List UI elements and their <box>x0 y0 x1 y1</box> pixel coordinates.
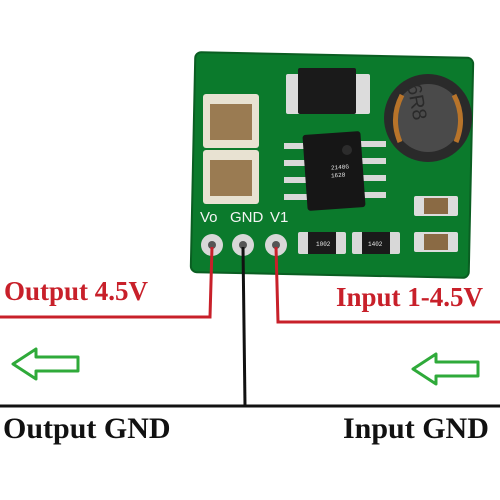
left-arrow-icon <box>11 347 80 381</box>
input-voltage-wire <box>274 246 500 324</box>
input-gnd-label: Input GND <box>343 412 489 445</box>
input-voltage-label: Input 1-4.5V <box>336 282 484 312</box>
ic-chip <box>284 131 386 211</box>
resistor-1 <box>298 232 346 254</box>
capacitor-bottom <box>203 150 259 204</box>
output-voltage-label: Output 4.5V <box>4 276 149 306</box>
smd-capacitor-2 <box>414 232 458 252</box>
chip-marking-line1: 2140G <box>330 163 350 172</box>
chip-marking-line2: 1628 <box>330 171 346 180</box>
gnd-wire-vertical <box>241 246 247 407</box>
resistor-2 <box>352 232 400 254</box>
silkscreen-vi: V1 <box>270 209 289 226</box>
inductor <box>384 74 472 162</box>
silkscreen-gnd: GND <box>230 209 264 226</box>
resistor-marking-2: 1402 <box>368 241 383 248</box>
diode <box>286 68 370 114</box>
output-voltage-wire <box>0 246 214 319</box>
smd-capacitor-1 <box>414 196 458 216</box>
pads <box>201 234 287 256</box>
capacitor-top <box>203 94 259 148</box>
resistor-marking-1: 1002 <box>316 241 331 248</box>
output-gnd-label: Output GND <box>3 412 171 445</box>
silkscreen-vo: Vo <box>200 209 218 226</box>
left-arrow-icon <box>411 352 480 386</box>
